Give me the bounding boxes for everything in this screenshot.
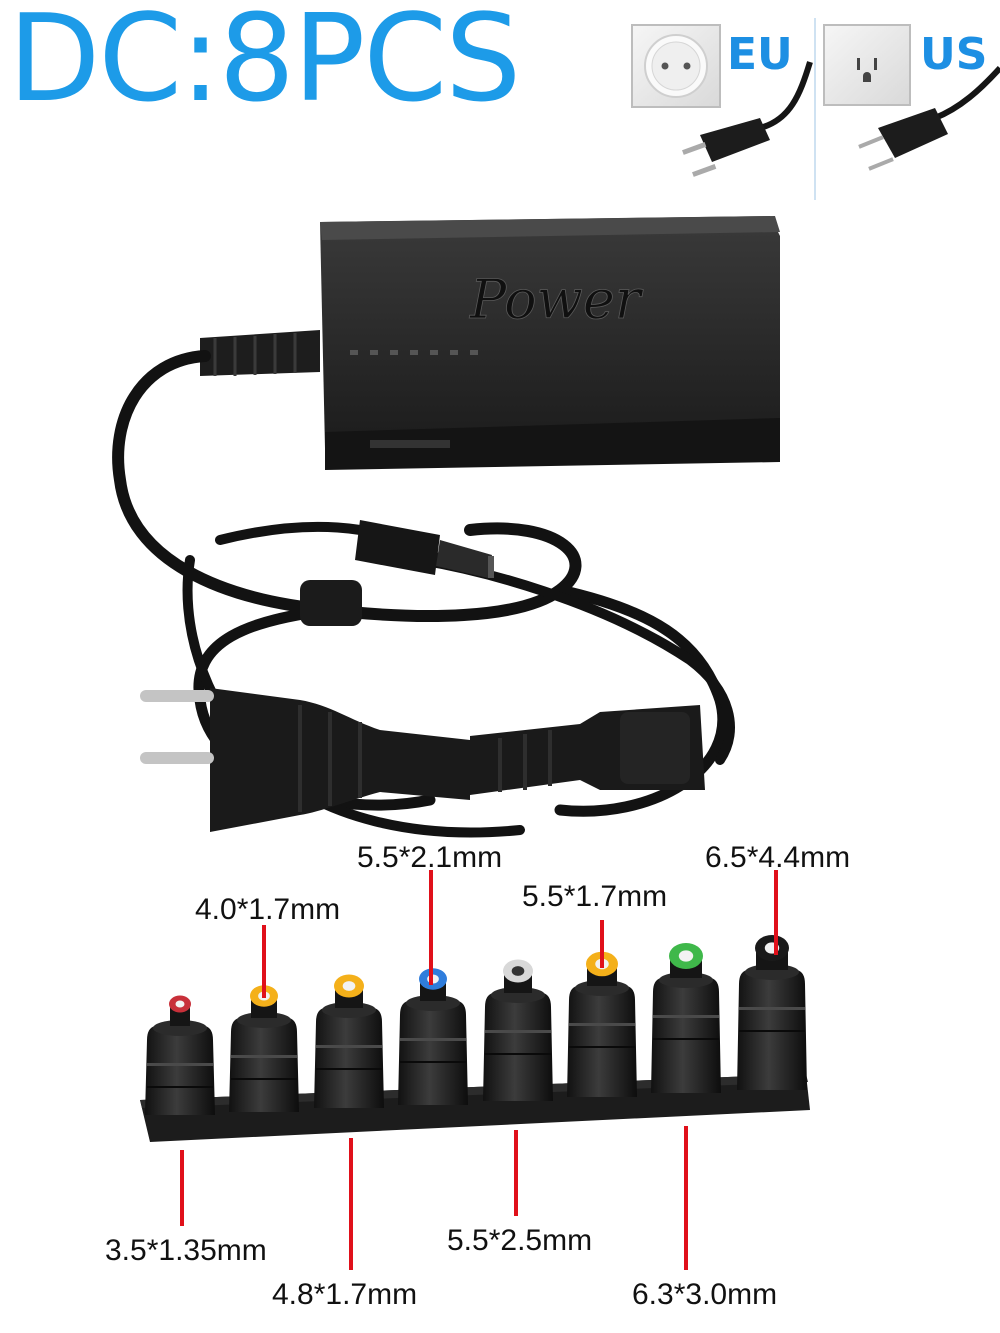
- connector-tip: [483, 959, 553, 1101]
- tip-size-label: 4.0*1.7mm: [195, 893, 341, 926]
- tip-size-label: 4.8*1.7mm: [272, 1278, 418, 1311]
- ferrite-bead: [300, 580, 362, 626]
- connector-tip: [314, 974, 384, 1108]
- tip-size-label: 5.5*1.7mm: [522, 880, 668, 913]
- us-plug-icon: [858, 65, 1000, 171]
- connector-tip: [737, 935, 807, 1090]
- tip-size-label: 6.5*4.4mm: [705, 841, 851, 874]
- eu-plug-icon: [682, 61, 813, 177]
- eu-socket-icon: [631, 24, 721, 108]
- tip-size-label: 5.5*2.1mm: [357, 841, 503, 874]
- iec-connector: [470, 705, 705, 795]
- leader-line: [349, 1138, 353, 1270]
- tip-size-label: 3.5*1.35mm: [105, 1234, 267, 1267]
- connector-tip: [651, 943, 721, 1093]
- tip-size-label: 6.3*3.0mm: [632, 1278, 778, 1311]
- adapter-brand: Power: [469, 268, 644, 331]
- connector-tip: [398, 968, 468, 1105]
- tip-size-label: 5.5*2.5mm: [447, 1224, 593, 1257]
- leader-line: [684, 1126, 688, 1270]
- leader-line: [262, 925, 266, 998]
- connector-tip: [229, 985, 299, 1112]
- connector-tip: [567, 951, 637, 1097]
- leader-line: [774, 870, 778, 955]
- dc-barrel-plug: [355, 520, 494, 578]
- region-label-us: US: [920, 29, 988, 80]
- leader-line: [429, 870, 433, 985]
- connector-tip: [145, 995, 215, 1115]
- page-title: DC:8PCS: [8, 0, 521, 129]
- us-socket-icon: [823, 24, 911, 106]
- leader-line: [514, 1130, 518, 1216]
- leader-line: [600, 920, 604, 968]
- euro-plug: [140, 688, 470, 832]
- power-adapter: Power: [200, 216, 780, 470]
- tip-tray: [140, 1074, 810, 1142]
- leader-line: [180, 1150, 184, 1226]
- region-label-eu: EU: [727, 29, 793, 80]
